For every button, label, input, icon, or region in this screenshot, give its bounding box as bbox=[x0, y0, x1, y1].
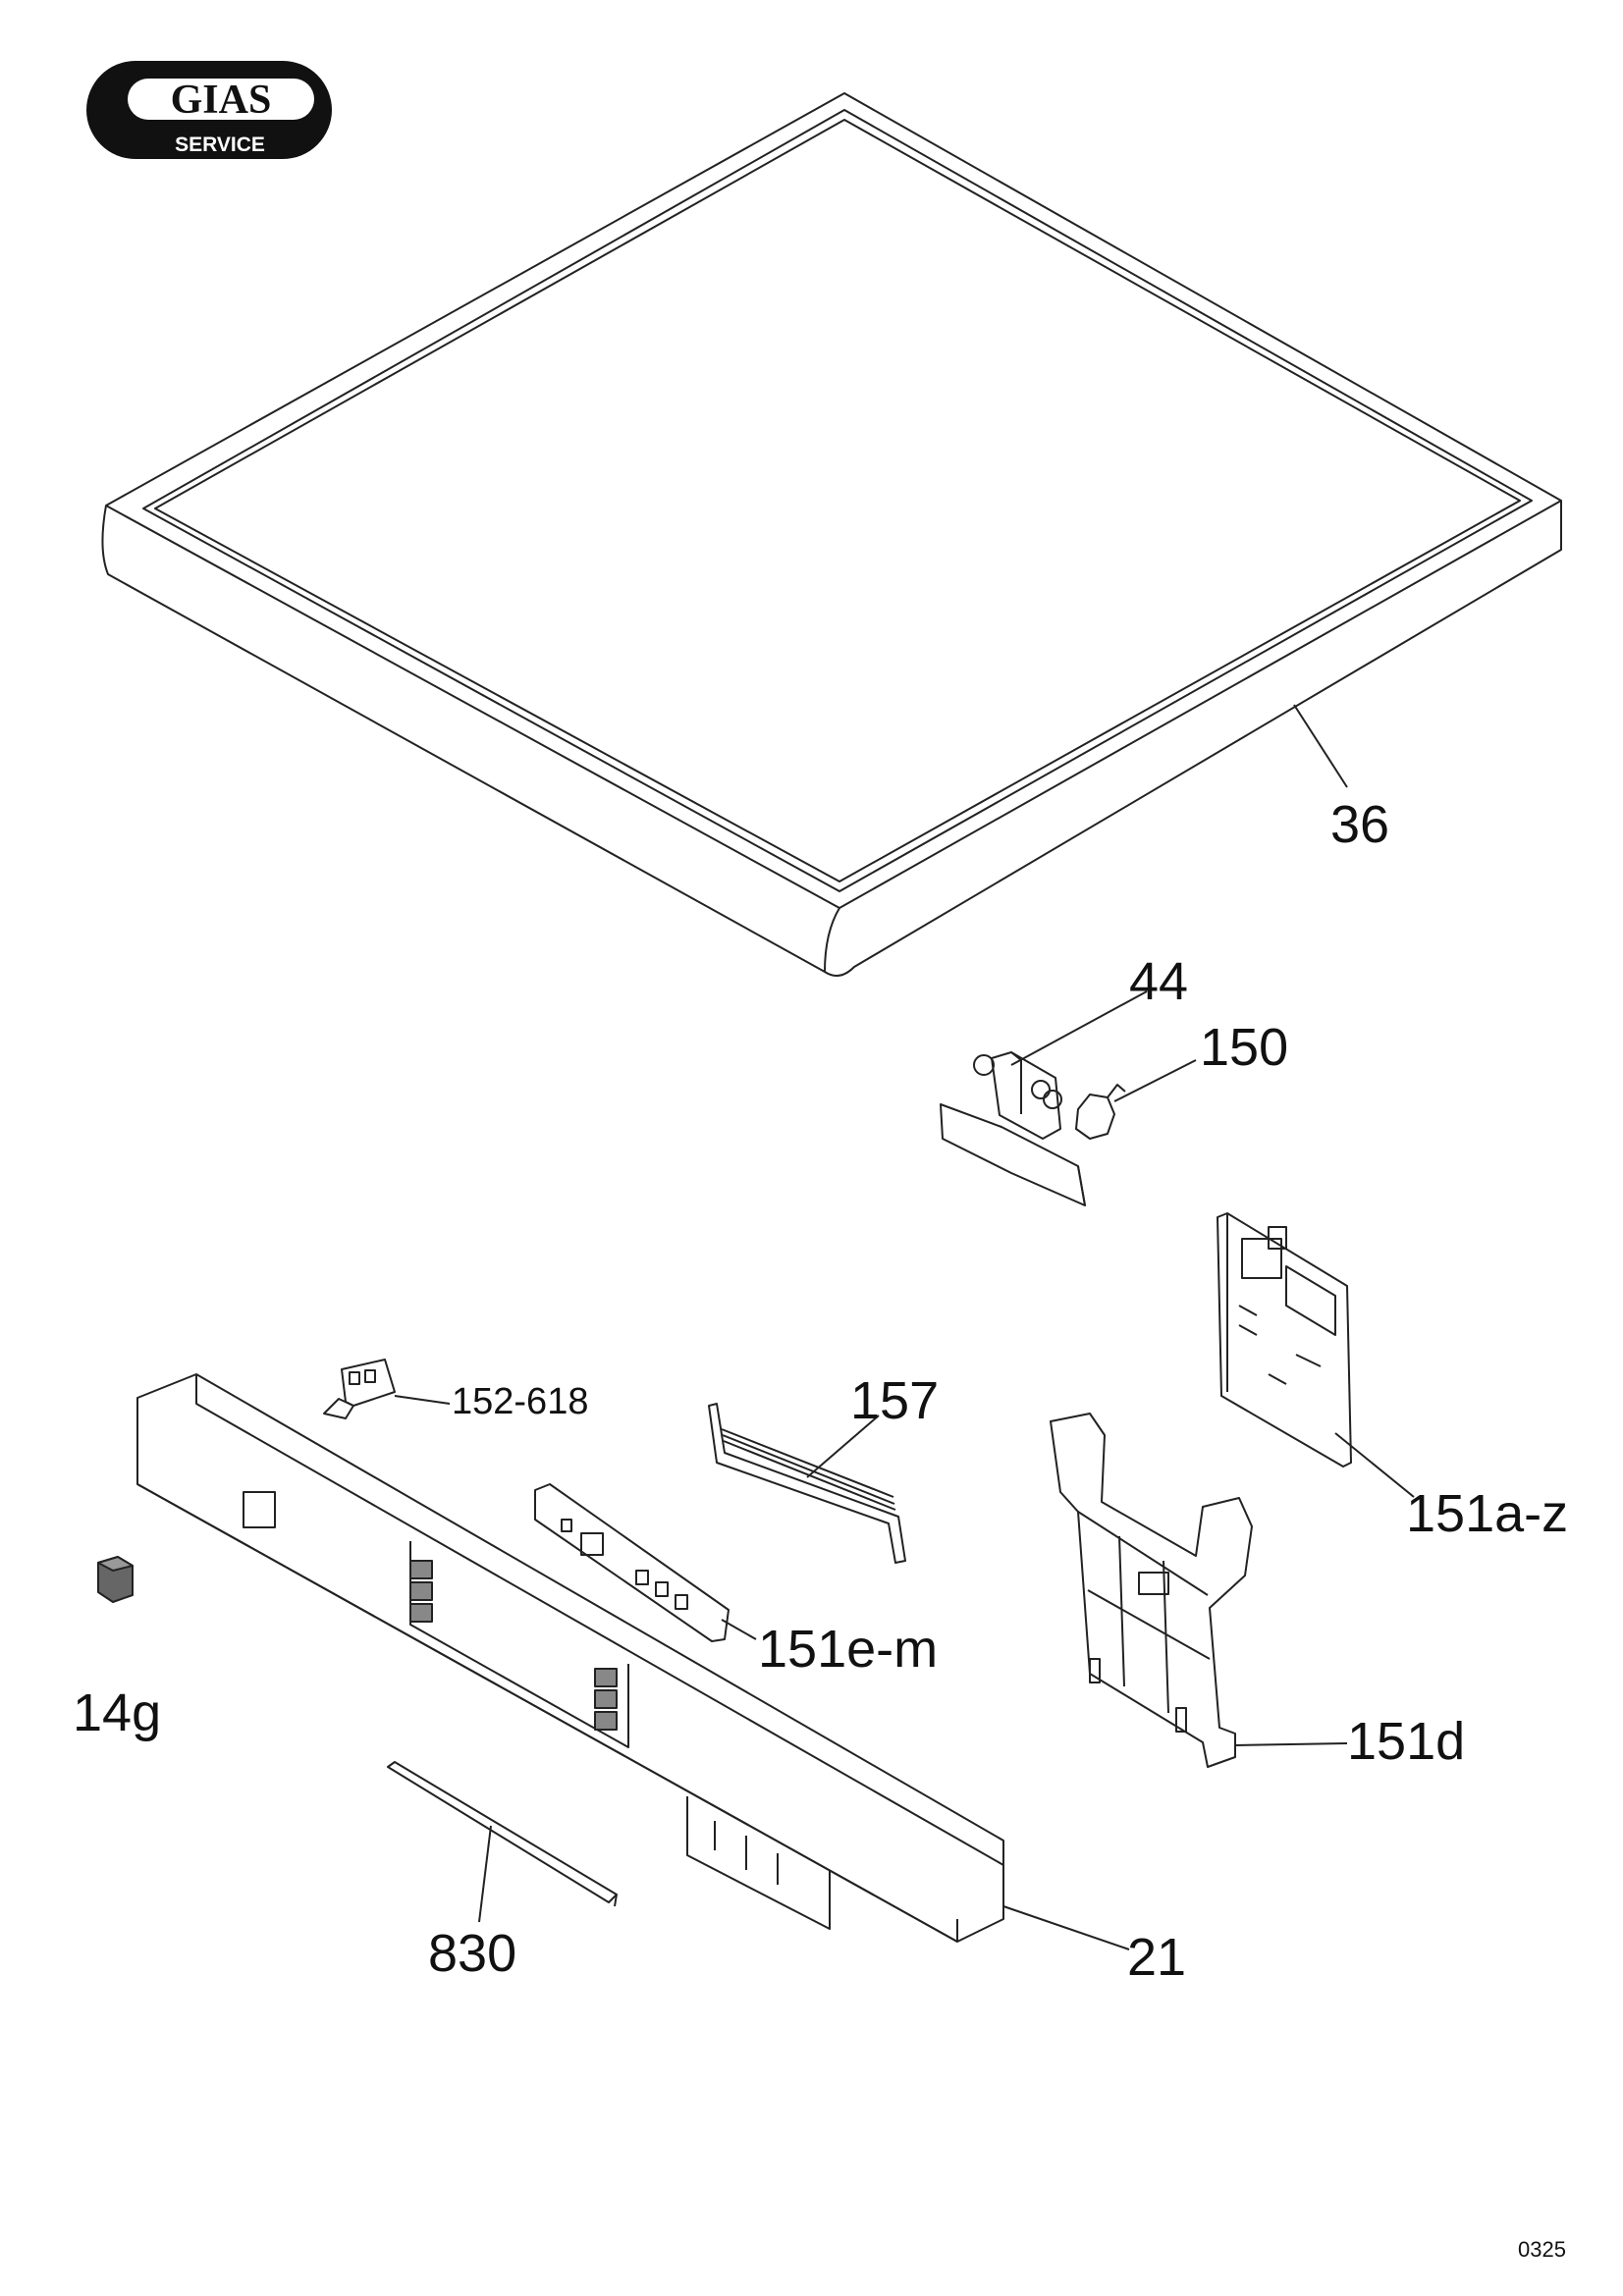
part-pcb-bracket bbox=[1051, 1414, 1347, 1767]
part-worktop bbox=[102, 93, 1561, 976]
part-door-switch bbox=[324, 1360, 450, 1418]
svg-text:SERVICE: SERVICE bbox=[175, 133, 265, 156]
callout-label: 151a-z bbox=[1406, 1484, 1568, 1543]
callout-label: 152-618 bbox=[452, 1381, 588, 1422]
part-control-panel bbox=[137, 1374, 1129, 1949]
callout-label: 830 bbox=[428, 1924, 516, 1983]
callout-label: 21 bbox=[1127, 1928, 1186, 1987]
part-ribbon-cable bbox=[709, 1404, 905, 1563]
callout-label: 157 bbox=[850, 1371, 939, 1430]
callout-label: 36 bbox=[1330, 795, 1389, 854]
callout-label: 14g bbox=[73, 1683, 161, 1742]
part-knob bbox=[98, 1557, 133, 1602]
gias-service-logo: GIAS SERVICE bbox=[82, 57, 336, 163]
part-trim-strip bbox=[388, 1762, 617, 1922]
part-microswitch bbox=[1076, 1060, 1196, 1139]
svg-text:GIAS: GIAS bbox=[171, 78, 272, 123]
part-display-pcb bbox=[535, 1484, 756, 1641]
callout-label: 151d bbox=[1347, 1712, 1465, 1771]
sheet-code: 0325 bbox=[1518, 2237, 1566, 2262]
callout-label: 44 bbox=[1129, 952, 1188, 1011]
callout-label: 150 bbox=[1200, 1018, 1288, 1077]
part-door-lock bbox=[941, 991, 1147, 1205]
part-main-pcb bbox=[1217, 1213, 1414, 1497]
callout-label: 151e-m bbox=[758, 1620, 938, 1679]
